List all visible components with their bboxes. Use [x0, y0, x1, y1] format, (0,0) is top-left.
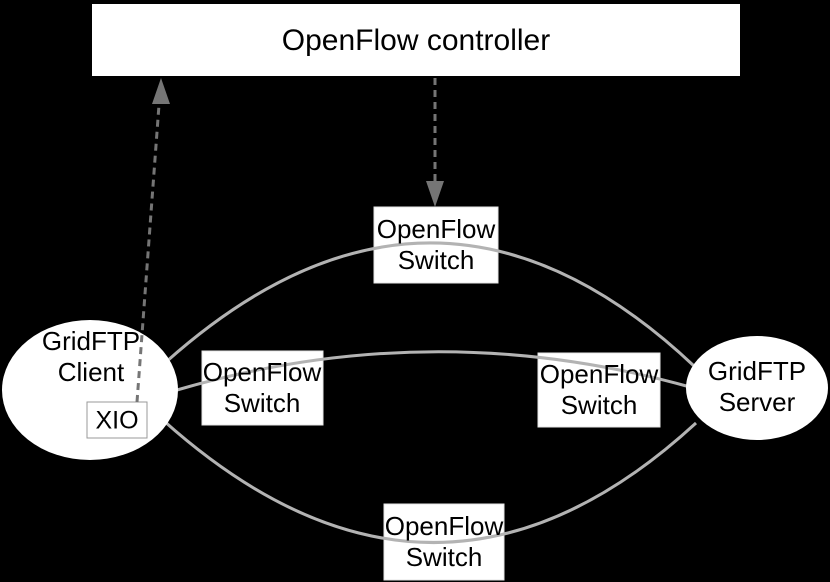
switch-label-line1: OpenFlow: [539, 359, 659, 389]
switch-label-line1: OpenFlow: [376, 214, 496, 244]
switch-label-line2: Switch: [397, 245, 475, 275]
server-label-line2: Server: [718, 387, 796, 417]
switch-label-bottom: OpenFlow Switch: [385, 511, 504, 573]
client-label-line1: GridFTP: [41, 326, 141, 356]
data-link-middle: [176, 350, 691, 392]
switch-label-top: OpenFlow Switch: [377, 214, 496, 276]
client-label-line2: Client: [57, 357, 125, 387]
openflow-controller-box: [90, 2, 742, 78]
gridftp-server-ellipse: [686, 336, 828, 440]
switch-label-middle-left: OpenFlow Switch: [203, 357, 322, 419]
switch-label-line2: Switch: [223, 388, 301, 418]
client-label: GridFTP Client: [42, 326, 140, 388]
switch-label-line1: OpenFlow: [202, 357, 322, 387]
switch-label-line2: Switch: [405, 542, 483, 572]
data-link-upper: [165, 241, 696, 368]
switch-label-line1: OpenFlow: [384, 511, 504, 541]
control-link-client-to-controller: [135, 104, 161, 403]
switch-label-middle-right: OpenFlow Switch: [540, 359, 659, 421]
xio-box: [86, 401, 148, 439]
controller-label: OpenFlow controller: [281, 24, 551, 57]
switch-label-line2: Switch: [560, 390, 638, 420]
data-link-lower: [163, 419, 698, 544]
xio-label: XIO: [95, 406, 139, 435]
arrowhead-down-icon: [426, 181, 444, 207]
server-label-line1: GridFTP: [707, 356, 807, 386]
arrowhead-up-icon: [152, 78, 170, 104]
server-label: GridFTP Server: [708, 356, 806, 418]
